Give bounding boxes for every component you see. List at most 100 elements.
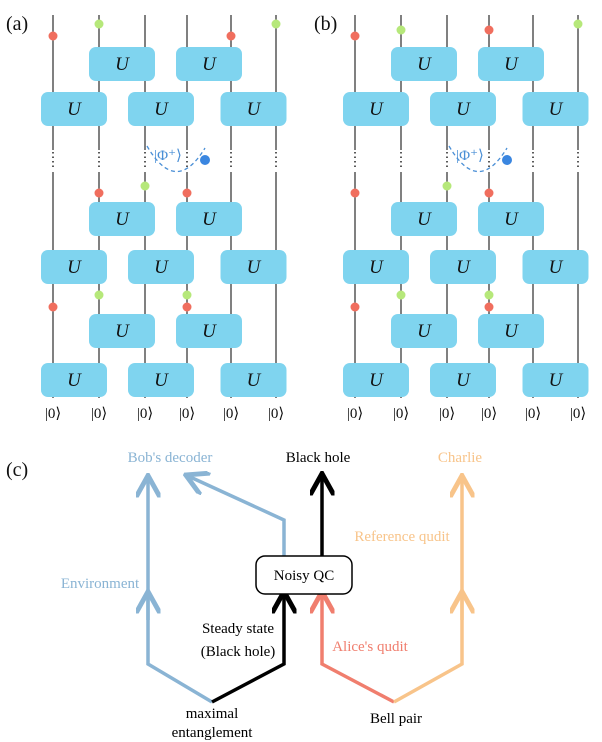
ket-zero-label: |0⟩ [481,406,497,422]
gate-label: U [369,257,384,278]
unitary-gate [89,47,155,81]
unitary-gate [41,250,107,284]
red-marker-dot [182,302,192,312]
diagram-c: Noisy QC Bob's decoder Black hole Charli… [61,450,483,741]
gate-label: U [417,209,432,230]
gate-label: U [369,370,384,391]
noisy-qc-label: Noisy QC [274,568,334,584]
ket-zero-label: |0⟩ [439,406,455,422]
steady-state-sub-label: (Black hole) [201,644,276,660]
green-marker-dot [573,19,583,29]
ket-zero-label: |0⟩ [179,406,195,422]
green-marker-dot [94,19,104,29]
charlie-line [393,478,462,704]
red-marker-dot [350,31,360,41]
red-marker-dot [226,31,236,41]
gate-label: U [247,257,262,278]
gate-label: U [456,370,471,391]
ket-zero-label: |0⟩ [223,406,239,422]
gate-label: U [456,99,471,120]
unitary-gate [522,250,589,284]
unitary-gate [391,47,457,81]
green-marker-dot [271,19,281,29]
unitary-gate [176,314,242,348]
green-marker-dot [442,181,452,191]
blue-qubit-dot [200,155,210,165]
gate-label: U [549,99,564,120]
gate-label: U [202,321,217,342]
alice-qudit-label: Alice's qudit [332,639,408,655]
unitary-gate [89,202,155,236]
gate-label: U [67,257,82,278]
bell-state-label: |Φ⁺⟩ [154,148,182,164]
bell-pair-arc [146,145,206,173]
gate-label: U [115,54,130,75]
red-marker-dot [484,302,494,312]
unitary-gate [176,47,242,81]
gate-label: U [504,209,519,230]
steady-state-line [211,594,284,704]
ket-zero-label: |0⟩ [137,406,153,422]
unitary-gate [391,202,457,236]
gate-label: U [67,99,82,120]
gate-label: U [202,54,217,75]
red-marker-dot [48,302,58,312]
gate-label: U [456,257,471,278]
red-marker-dot [484,188,494,198]
unitary-gate [220,250,287,284]
panel-label-a: (a) [6,13,28,35]
red-marker-dot [350,302,360,312]
black-hole-label: Black hole [286,450,351,466]
red-marker-dot [350,188,360,198]
bell-pair-label: Bell pair [370,711,422,727]
gate-label: U [154,99,169,120]
reference-qudit-label: Reference qudit [354,529,450,545]
gate-label: U [115,209,130,230]
unitary-gate [522,92,589,126]
unitary-gate [478,47,544,81]
unitary-gate [220,363,287,397]
red-marker-dot [94,188,104,198]
unitary-gate [430,363,496,397]
red-marker-dot [48,31,58,41]
ket-zero-label: |0⟩ [347,406,363,422]
unitary-gate [128,250,194,284]
unitary-gate [128,363,194,397]
panel-label-b: (b) [314,13,337,35]
ket-zero-label: |0⟩ [45,406,61,422]
gate-label: U [504,321,519,342]
gate-label: U [115,321,130,342]
ket-zero-label: |0⟩ [525,406,541,422]
environment-line [148,478,213,704]
ket-zero-label: |0⟩ [393,406,409,422]
green-marker-dot [182,290,192,300]
bell-pair-arc [448,145,508,173]
unitary-gate [478,202,544,236]
bob-decoder-label: Bob's decoder [128,450,213,466]
gate-label: U [549,257,564,278]
red-marker-dot [484,25,494,35]
unitary-gate [176,202,242,236]
unitary-gate [128,92,194,126]
green-marker-dot [94,290,104,300]
unitary-gate [41,92,107,126]
steady-state-label: Steady state [202,621,274,637]
green-marker-dot [396,290,406,300]
blue-qubit-dot [502,155,512,165]
environment-label: Environment [61,576,140,592]
gate-label: U [247,99,262,120]
entanglement-label: entanglement [172,725,254,741]
bell-state-label: |Φ⁺⟩ [456,148,484,164]
gate-label: U [369,99,384,120]
red-marker-dot [182,188,192,198]
gate-label: U [417,54,432,75]
qc-to-bob-line [188,476,286,556]
unitary-gate [343,363,409,397]
green-marker-dot [396,25,406,35]
unitary-gate [430,250,496,284]
unitary-gate [522,363,589,397]
charlie-label: Charlie [438,450,482,466]
unitary-gate [343,92,409,126]
alice-line [322,594,395,704]
